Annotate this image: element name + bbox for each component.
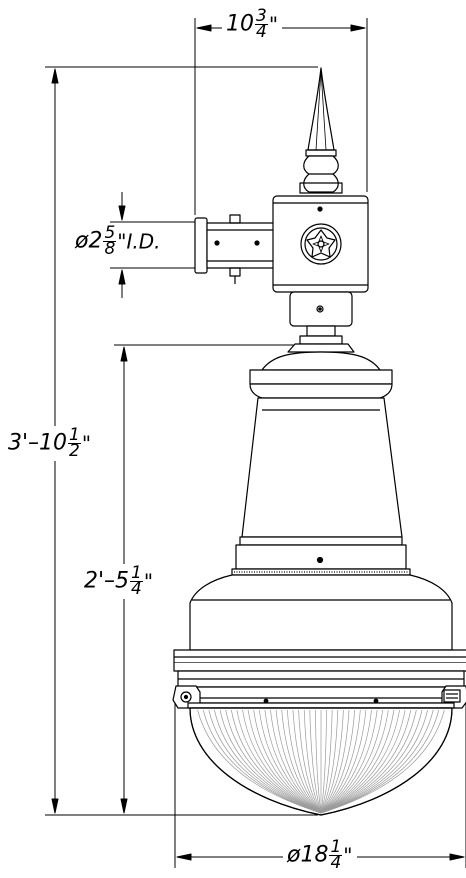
body-height-denominator: 4 <box>131 579 142 599</box>
globe-rib <box>320 709 417 814</box>
globe-rib <box>320 709 361 814</box>
globe-rib <box>225 709 322 814</box>
total-height-whole: 3'–10 <box>8 430 68 456</box>
total-height-numerator: 1 <box>68 425 81 445</box>
globe-rib <box>236 709 322 814</box>
fitter-box <box>272 195 369 345</box>
globe-rib <box>320 709 372 814</box>
door-frame <box>172 685 466 709</box>
globe-rib <box>320 709 412 814</box>
globe-rib <box>286 709 322 814</box>
total-height-denominator: 2 <box>69 441 80 461</box>
bottom-diameter-denominator: 4 <box>330 853 342 873</box>
globe-rib <box>275 709 322 814</box>
top-width-denominator: 4 <box>256 22 267 42</box>
globe-rib <box>320 709 428 814</box>
globe-rib <box>320 709 434 814</box>
body-height-numerator: 1 <box>130 563 143 583</box>
globe-rib <box>320 709 395 814</box>
globe-rib <box>270 709 322 814</box>
globe-rib <box>303 709 322 814</box>
globe-rib <box>258 709 322 814</box>
body-height-unit: " <box>143 569 154 594</box>
globe-rib <box>320 709 440 814</box>
globe-rib <box>320 709 445 814</box>
globe-rib <box>202 709 322 814</box>
globe-rib <box>320 709 406 814</box>
globe-rib <box>320 709 356 814</box>
arm-diameter-unit: "I.D. <box>117 229 161 254</box>
upper-bell <box>231 343 411 576</box>
globe-rib <box>320 709 400 814</box>
arm-fitter <box>194 214 276 284</box>
globe-rib <box>320 709 378 814</box>
body-height-whole: 2'–5 <box>84 568 130 594</box>
globe-rib <box>309 709 322 814</box>
globe-rib <box>320 709 423 814</box>
globe-rib <box>253 709 322 814</box>
globe-rib <box>281 709 322 814</box>
globe-rib <box>264 709 322 814</box>
bottom-diameter-prefix: ø <box>287 842 301 868</box>
reflector-hood <box>173 574 466 688</box>
globe-rib <box>320 709 339 814</box>
top-width-unit: " <box>268 12 279 37</box>
globe-rib <box>320 709 344 814</box>
globe-rib <box>242 709 322 814</box>
prismatic-globe <box>189 707 453 816</box>
finial <box>299 67 343 194</box>
globe-rib <box>230 709 322 814</box>
globe-rib <box>247 709 322 814</box>
arm-diameter-denominator: 8 <box>104 239 116 259</box>
globe-rib <box>320 709 350 814</box>
globe-ribs <box>197 709 445 814</box>
bottom-diameter-whole: 18 <box>300 842 329 868</box>
top-width-whole: 10 <box>226 11 254 37</box>
globe-rib <box>219 709 322 814</box>
globe-rib <box>320 709 384 814</box>
globe-rib <box>214 709 322 814</box>
bottom-diameter-unit: " <box>343 843 353 868</box>
globe-rib <box>292 709 322 814</box>
rosette-ornament <box>300 223 342 265</box>
arm-diameter-numerator: 5 <box>103 223 117 243</box>
total-height-unit: " <box>81 431 92 456</box>
arm-diameter-whole: 2 <box>88 228 103 254</box>
globe-rib <box>315 709 322 814</box>
bottom-diameter-numerator: 1 <box>329 837 343 857</box>
top-width-numerator: 3 <box>255 6 268 26</box>
globe-rib <box>298 709 322 814</box>
globe-rib <box>320 709 389 814</box>
globe-rib <box>320 709 333 814</box>
globe-rib <box>320 709 327 814</box>
globe-rib <box>320 709 367 814</box>
arm-diameter-prefix: ø <box>75 228 89 254</box>
